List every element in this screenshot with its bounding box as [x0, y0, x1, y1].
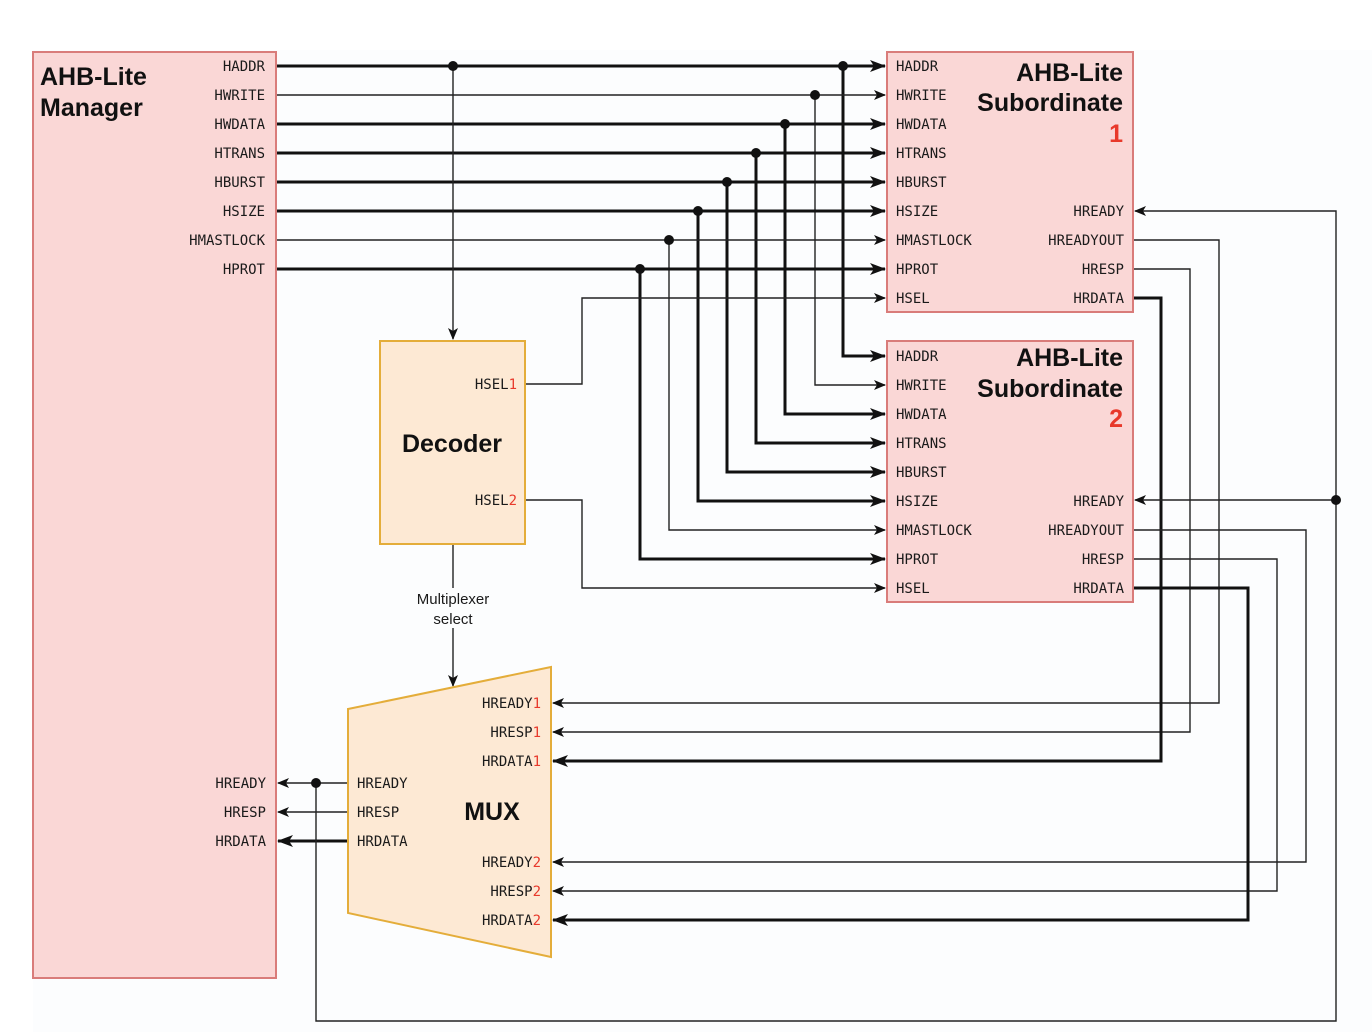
- manager-output-hprot: HPROT: [223, 262, 266, 278]
- decoder-title: Decoder: [402, 430, 502, 458]
- mux-output-hresp: HRESP: [357, 805, 399, 821]
- subordinate-1-title-line1: AHB-Lite: [1016, 59, 1123, 87]
- subordinate-2-output-hreadyout: HREADYOUT: [1048, 523, 1124, 539]
- wire-hmastlock-to-subordinate-2: [668, 240, 886, 535]
- junction-hmastlock: [664, 235, 674, 245]
- subordinate-1-input-hmastlock: HMASTLOCK: [896, 233, 972, 249]
- subordinate-1-output-hrdata: HRDATA: [1073, 291, 1124, 307]
- manager-output-hburst: HBURST: [214, 175, 265, 191]
- manager-output-hwdata: HWDATA: [214, 117, 265, 133]
- manager-block: AHB-Lite Manager HADDR HWRITE HWDATA HTRANS…: [32, 51, 277, 979]
- decoder-box: [379, 340, 526, 545]
- manager-output-hwrite: HWRITE: [214, 88, 265, 104]
- subordinate-1-title-line2: Subordinate: [977, 89, 1123, 117]
- junction-hready-sub2: [1331, 495, 1341, 505]
- subordinate-1-box: [886, 51, 1134, 313]
- subordinate-2-input-hwrite: HWRITE: [896, 378, 947, 394]
- mux-input-hready1: HREADY1: [482, 696, 541, 712]
- subordinate-2-input-haddr: HADDR: [896, 349, 939, 365]
- subordinate-1-input-haddr: HADDR: [896, 59, 939, 75]
- junction-haddr: [838, 61, 848, 71]
- mux-input-hrdata1: HRDATA1: [482, 754, 541, 770]
- mux-title: MUX: [464, 798, 520, 826]
- subordinate-1-output-hreadyout: HREADYOUT: [1048, 233, 1124, 249]
- mux-input-hrdata2: HRDATA2: [482, 913, 541, 929]
- subordinate-2-input-hwdata: HWDATA: [896, 407, 947, 423]
- decoder-output-hsel2: HSEL2: [475, 493, 517, 509]
- wire-hwdata-to-subordinate-2: [783, 124, 886, 420]
- manager-input-hrdata: HRDATA: [215, 834, 266, 850]
- subordinate-1-input-hprot: HPROT: [896, 262, 939, 278]
- mux-input-hresp2: HRESP2: [490, 884, 541, 900]
- junction-hready-feedback: [311, 778, 321, 788]
- wire-hsize-to-subordinate-2: [696, 211, 886, 507]
- subordinate-2-input-htrans: HTRANS: [896, 436, 947, 452]
- manager-box: [32, 51, 277, 979]
- mux-input-hresp1: HRESP1: [490, 725, 541, 741]
- wire-hresp2: [552, 558, 1278, 896]
- junction-dots: [311, 61, 1341, 788]
- wire-hprot-to-subordinate-2: [638, 269, 886, 565]
- subordinate-2-input-hsel: HSEL: [896, 581, 930, 597]
- junction-hwrite: [810, 90, 820, 100]
- wire-haddr-to-subordinate-2: [841, 66, 886, 362]
- subordinate-2-box: [886, 340, 1134, 603]
- manager-title-line1: AHB-Lite: [40, 63, 147, 91]
- subordinate-1-block: AHB-Lite Subordinate 1 HADDR HWRITE HWDATA…: [886, 51, 1134, 313]
- subordinate-2-output-hrdata: HRDATA: [1073, 581, 1124, 597]
- junction-htrans: [751, 148, 761, 158]
- subordinate-2-input-hprot: HPROT: [896, 552, 939, 568]
- wire-hreadyout2: [552, 529, 1307, 867]
- mux-output-hrdata: HRDATA: [357, 834, 408, 850]
- subordinate-2-input-hburst: HBURST: [896, 465, 947, 481]
- subordinate-2-title-line2: Subordinate: [977, 375, 1123, 403]
- junction-hprot: [635, 264, 645, 274]
- manager-output-haddr: HADDR: [223, 59, 266, 75]
- mux-select-label-line2: select: [433, 611, 473, 628]
- subordinate-1-number: 1: [1109, 120, 1123, 148]
- decoder-output-hsel1: HSEL1: [475, 377, 517, 393]
- decoder-block: Decoder HSEL1 HSEL2: [379, 340, 526, 545]
- junction-hburst: [722, 177, 732, 187]
- junction-hsize: [693, 206, 703, 216]
- wire-hsel2: [526, 499, 886, 593]
- mux-shape: [347, 665, 552, 959]
- manager-title-line2: Manager: [40, 94, 143, 122]
- mux-input-hready2: HREADY2: [482, 855, 541, 871]
- mux-output-hready: HREADY: [357, 776, 408, 792]
- junction-hwdata: [780, 119, 790, 129]
- subordinate-1-input-hwdata: HWDATA: [896, 117, 947, 133]
- subordinate-2-input-hsize: HSIZE: [896, 494, 938, 510]
- junction-haddr-decoder: [448, 61, 458, 71]
- subordinate-2-number: 2: [1109, 405, 1123, 433]
- subordinate-2-block: AHB-Lite Subordinate 2 HADDR HWRITE HWDATA…: [886, 340, 1134, 603]
- subordinate-2-title-line1: AHB-Lite: [1016, 344, 1123, 372]
- manager-output-htrans: HTRANS: [214, 146, 265, 162]
- mux-select-label-line1: Multiplexer: [417, 591, 490, 608]
- subordinate-1-input-hsize: HSIZE: [896, 204, 938, 220]
- subordinate-1-input-htrans: HTRANS: [896, 146, 947, 162]
- subordinate-2-output-hready: HREADY: [1073, 494, 1124, 510]
- wire-htrans-to-subordinate-2: [754, 153, 886, 449]
- subordinate-1-output-hresp: HRESP: [1082, 262, 1124, 278]
- wire-hburst-to-subordinate-2: [725, 182, 886, 478]
- wires: [277, 60, 1337, 1022]
- subordinate-1-input-hwrite: HWRITE: [896, 88, 947, 104]
- subordinate-2-input-hmastlock: HMASTLOCK: [896, 523, 972, 539]
- wire-hrdata2: [552, 586, 1250, 926]
- wire-hsel1: [526, 293, 886, 385]
- manager-output-hmastlock: HMASTLOCK: [189, 233, 265, 249]
- wire-hwrite-to-subordinate-2: [814, 95, 886, 390]
- mux-block: MUX HREADY1HRESP1HRDATA1HREADY2HRESP2HRD…: [347, 665, 552, 959]
- wire-hreadyout1: [552, 239, 1220, 708]
- subordinate-1-input-hsel: HSEL: [896, 291, 930, 307]
- subordinate-1-output-hready: HREADY: [1073, 204, 1124, 220]
- manager-input-hresp: HRESP: [224, 805, 266, 821]
- manager-input-hready: HREADY: [215, 776, 266, 792]
- subordinate-2-output-hresp: HRESP: [1082, 552, 1124, 568]
- manager-output-hsize: HSIZE: [223, 204, 265, 220]
- wire-hready-feedback-sub1: [315, 206, 1337, 1022]
- subordinate-1-input-hburst: HBURST: [896, 175, 947, 191]
